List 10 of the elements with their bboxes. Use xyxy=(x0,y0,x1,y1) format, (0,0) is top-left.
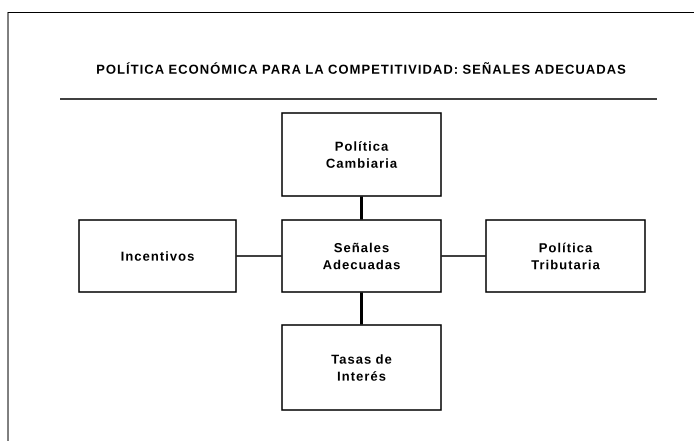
connector-line xyxy=(360,292,363,324)
box: Política Tributaria xyxy=(485,219,646,293)
title: POLÍTICA ECONÓMICA PARA LA COMPETITIVIDAD: SEÑALES ADECUADAS xyxy=(97,62,626,74)
box: Tasas de Interés xyxy=(281,324,442,411)
box: Señales Adecuadas xyxy=(281,219,442,293)
box: Política Cambiaria xyxy=(281,112,442,197)
connector-line xyxy=(360,196,363,220)
connector-line xyxy=(236,255,282,257)
connector-line xyxy=(442,255,486,257)
box: Incentivos xyxy=(78,219,237,293)
